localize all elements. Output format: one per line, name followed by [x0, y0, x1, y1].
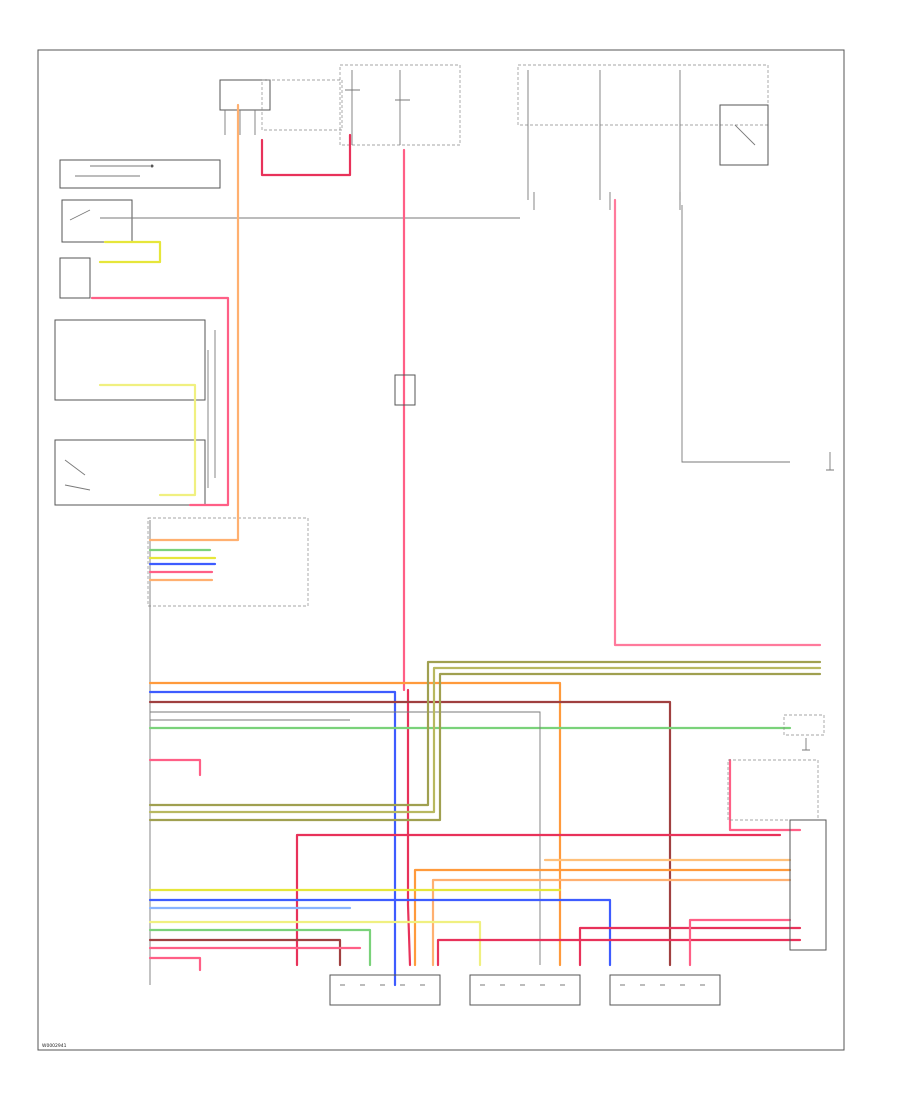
- wire-yellow-short: [98, 240, 162, 264]
- ground-symbol-right-lower: [802, 738, 810, 751]
- sensor-box: [59, 257, 91, 299]
- footer-code: W0002941: [42, 1043, 67, 1049]
- wire-yellow-lower-2: [148, 920, 482, 967]
- actuator-middle: [469, 974, 581, 1006]
- wire-orange-lower-2: [413, 868, 792, 967]
- actuator-right: [609, 974, 721, 1006]
- wire-red-lower-right: [436, 938, 802, 967]
- relay-box: [61, 199, 133, 243]
- wire-pink-right-tall: [613, 198, 822, 647]
- suspension-sensor-box: [727, 759, 819, 821]
- wire-orange-lower-3: [431, 878, 792, 967]
- wire-olive-3: [148, 672, 822, 822]
- ground-symbol-right: [826, 452, 834, 471]
- wire-pink-lower-right: [688, 918, 792, 967]
- wire-blue-long: [148, 690, 397, 987]
- wire-pink-accel: [90, 296, 230, 507]
- wire-olive-1: [148, 660, 822, 807]
- wire-olive-2: [148, 666, 822, 814]
- wire-red-lower-right-2: [578, 926, 802, 967]
- wire-blue-lower: [148, 898, 612, 967]
- accelerator-pedal-sensor-box: [54, 319, 206, 401]
- wire-orange-tall: [148, 103, 240, 542]
- wire-red-center-lower: [406, 688, 412, 967]
- junction-connector-center: [394, 374, 416, 406]
- switch-assembly-box: [59, 159, 221, 189]
- wire-pink-lower-2: [148, 956, 202, 972]
- wire-yellow-accel: [98, 383, 197, 497]
- switch-right: [783, 714, 825, 736]
- wire-pink-right-lower: [728, 758, 802, 832]
- connector-group-a: [147, 517, 309, 607]
- diagram-frame: [37, 49, 845, 1051]
- steering-angle-sensor-box: [54, 439, 206, 506]
- fuse-block-left: [219, 79, 271, 111]
- power-distribution-box: [261, 79, 343, 131]
- wire-red-top-loop: [260, 133, 352, 177]
- wire-brown-long: [148, 700, 672, 967]
- wire-brown-lower: [148, 938, 342, 967]
- actuator-front: [329, 974, 441, 1006]
- fuse-box-right: [517, 64, 769, 126]
- wire-green-lower: [148, 928, 372, 967]
- wire-pink-battery: [148, 758, 202, 777]
- relay-right: [719, 104, 769, 166]
- height-sensor-box: [789, 819, 827, 951]
